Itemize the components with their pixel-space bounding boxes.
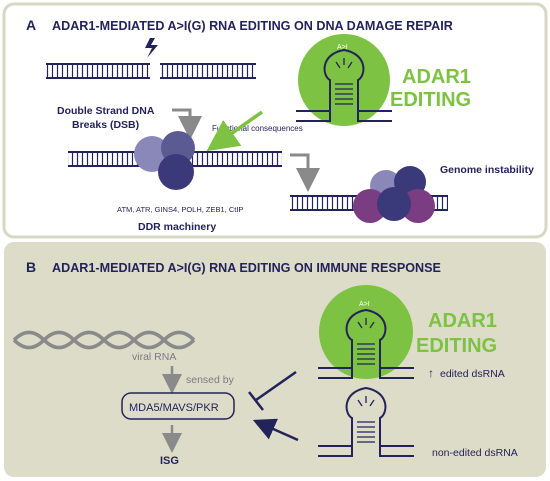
curved-arrow-icon: [252, 418, 299, 442]
panel-a: A ADAR1-MEDIATED A>I(G) RNA EDITING ON D…: [2, 2, 548, 239]
down-arrow-icon: [290, 153, 320, 192]
sensed-by-label: sensed by: [186, 374, 235, 386]
genome-instability-cluster: [353, 166, 435, 223]
bubble-a-label: A>I: [337, 44, 348, 51]
non-edited-dsrna-label: non-edited dsRNA: [432, 447, 518, 459]
functional-arrow: [206, 110, 264, 152]
bubble-b-label: A>I: [359, 301, 370, 308]
viral-rna-helix: [12, 330, 196, 350]
editing-label-a: EDITING: [390, 89, 471, 111]
panel-a-letter: A: [26, 17, 36, 33]
adar1-label-b: ADAR1: [428, 310, 497, 332]
proteins-label: ATM, ATR, GINS4, POLH, ZEB1, CtIP: [117, 205, 243, 214]
inhibition-arrow-icon: [248, 370, 297, 411]
sensor-box-label: MDA5/MAVS/PKR: [129, 402, 219, 414]
broken-dna: [46, 63, 256, 79]
sensor-box: [121, 392, 235, 420]
panel-b-background: [4, 242, 546, 477]
viral-rna-label: viral RNA: [132, 351, 176, 363]
panel-b-letter: B: [26, 259, 36, 275]
adar1-label-a: ADAR1: [402, 66, 471, 88]
editing-label-b: EDITING: [416, 335, 497, 357]
adar1-editing-bubble-a: A>I: [296, 34, 392, 126]
down-arrow-icon: [172, 108, 202, 140]
dsb-label-line2: Breaks (DSB): [72, 119, 139, 131]
adar1-editing-bubble-b: A>I: [318, 285, 414, 379]
ddr-machinery-cluster: [134, 131, 195, 190]
non-edited-dsrna: [318, 386, 414, 457]
panel-b-title: ADAR1-MEDIATED A>I(G) RNA EDITING ON IMM…: [52, 261, 441, 275]
genome-instability-label: Genome instability: [440, 164, 534, 176]
panel-a-title: ADAR1-MEDIATED A>I(G) RNA EDITING ON DNA…: [52, 19, 453, 33]
ddr-label: DDR machinery: [138, 221, 216, 233]
isg-label: ISG: [160, 455, 179, 467]
dsb-label-line1: Double Strand DNA: [57, 105, 155, 117]
edited-dsrna-label: edited dsRNA: [440, 368, 505, 380]
lightning-icon: [145, 38, 158, 58]
panel-b: B ADAR1-MEDIATED A>I(G) RNA EDITING ON I…: [4, 242, 546, 477]
edited-up-arrow: ↑: [428, 366, 434, 380]
functional-consequences-label: Functional consequences: [212, 124, 303, 133]
